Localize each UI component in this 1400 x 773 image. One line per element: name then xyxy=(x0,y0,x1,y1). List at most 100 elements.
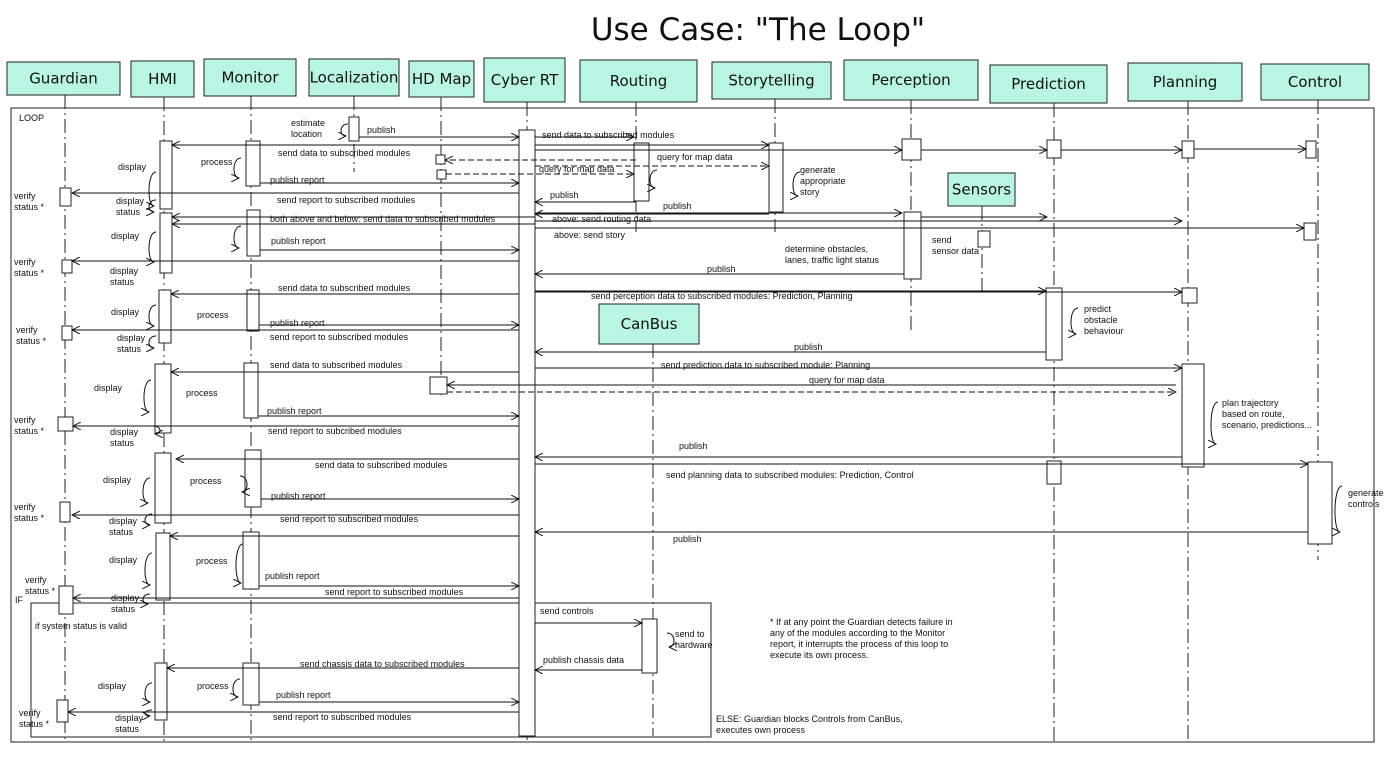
self-call-arrow xyxy=(145,552,153,585)
self-call-arrow xyxy=(145,709,153,716)
annotation-line: status * xyxy=(14,202,45,212)
message-label: publish xyxy=(679,441,708,451)
message-label: publish xyxy=(550,190,579,200)
self-call-arrow xyxy=(234,157,242,178)
self-call-arrow xyxy=(145,513,153,525)
footnote-line: any of the modules according to the Moni… xyxy=(770,628,945,638)
activation-box xyxy=(1181,363,1205,468)
activation-box xyxy=(1303,222,1317,241)
message-label: send data to subscribed modules xyxy=(278,148,411,158)
annotation-line: display xyxy=(117,333,146,343)
activation-box xyxy=(348,116,360,142)
activation-box xyxy=(246,209,261,257)
activation-box xyxy=(242,531,260,590)
activation-box xyxy=(1045,287,1063,361)
participant-storytelling xyxy=(711,61,832,100)
annotation-process: process xyxy=(197,681,229,691)
message-label: send chassis data to subscribed modules xyxy=(300,659,465,669)
activation-box xyxy=(1181,287,1198,304)
message-label: above: send story xyxy=(554,230,626,240)
message-label: send controls xyxy=(540,606,594,616)
participant-label-hdmap: HD Map xyxy=(412,70,471,88)
activation-box xyxy=(1181,140,1195,159)
annotation-determine-obstacles: determine obstacles,lanes, traffic light… xyxy=(785,244,879,265)
annotation-display: display xyxy=(94,383,123,393)
self-call-arrow xyxy=(666,632,674,647)
activation-box xyxy=(154,452,172,524)
activation-box xyxy=(245,140,261,187)
annotation-process: process xyxy=(186,388,218,398)
activation-box xyxy=(59,187,72,207)
message-label: publish report xyxy=(267,406,322,416)
participant-label-hmi: HMI xyxy=(148,70,177,88)
participant-prediction xyxy=(989,64,1108,104)
participant-localization xyxy=(308,58,400,97)
annotation-display: display xyxy=(98,681,127,691)
participant-label-control: Control xyxy=(1288,73,1342,91)
self-call-arrow xyxy=(234,225,242,248)
annotation-line: predict xyxy=(1084,304,1112,314)
annotation-line: hardware xyxy=(675,640,713,650)
self-call-arrow xyxy=(149,335,157,348)
annotation-line: verify xyxy=(14,191,36,201)
message-label: send report to subscribed modules xyxy=(277,195,416,205)
annotation-line: display xyxy=(110,427,139,437)
message-label: publish report xyxy=(270,318,325,328)
activation-box xyxy=(901,138,922,161)
message-label: publish xyxy=(673,534,702,544)
annotation-line: display xyxy=(116,196,145,206)
loop-frame-label: LOOP xyxy=(19,113,44,123)
annotation-line: status xyxy=(110,277,135,287)
message-label: publish xyxy=(794,342,823,352)
participant-label-monitor: Monitor xyxy=(221,69,279,87)
annotation-line: sensor data xyxy=(932,246,979,256)
activation-box xyxy=(435,154,446,165)
activation-box xyxy=(246,289,260,332)
participant-hdmap xyxy=(408,60,475,98)
annotation-display: display xyxy=(118,162,147,172)
message-label: send prediction data to subscribed modul… xyxy=(661,360,870,370)
activation-box xyxy=(1307,461,1333,545)
footnote: * If at any point the Guardian detects f… xyxy=(770,617,955,660)
activation-box xyxy=(242,662,260,706)
if-frame xyxy=(30,602,712,738)
activation-box xyxy=(243,362,259,419)
annotation-line: status * xyxy=(14,268,45,278)
message-label: send data to subscribed modules xyxy=(270,360,403,370)
message-label: publish report xyxy=(271,491,326,501)
annotation-line: send xyxy=(932,235,952,245)
activation-box xyxy=(58,585,74,615)
annotation-display: display xyxy=(111,231,140,241)
self-call-arrow xyxy=(143,593,151,604)
activation-box xyxy=(61,259,73,274)
activation-box xyxy=(154,363,172,434)
annotation-line: status xyxy=(109,527,134,537)
self-call-arrow xyxy=(143,477,151,503)
activation-box xyxy=(159,140,173,210)
annotation-line: behaviour xyxy=(1084,326,1124,336)
message-label: above: send routing data xyxy=(552,214,651,224)
message-label: query for map data xyxy=(657,152,733,162)
participant-label-prediction: Prediction xyxy=(1011,75,1086,93)
annotation-process: process xyxy=(190,476,222,486)
message-label: send report to subscribed modules xyxy=(270,332,409,342)
activation-box xyxy=(518,129,536,737)
annotation-display: display xyxy=(103,475,132,485)
message-label: send report to subscribed modules xyxy=(325,587,464,597)
participant-control xyxy=(1260,63,1370,101)
annotation-line: display xyxy=(110,266,139,276)
participant-label-sensors: Sensors xyxy=(952,181,1011,199)
activation-box xyxy=(154,662,168,721)
footnote-line: * If at any point the Guardian detects f… xyxy=(770,617,953,627)
